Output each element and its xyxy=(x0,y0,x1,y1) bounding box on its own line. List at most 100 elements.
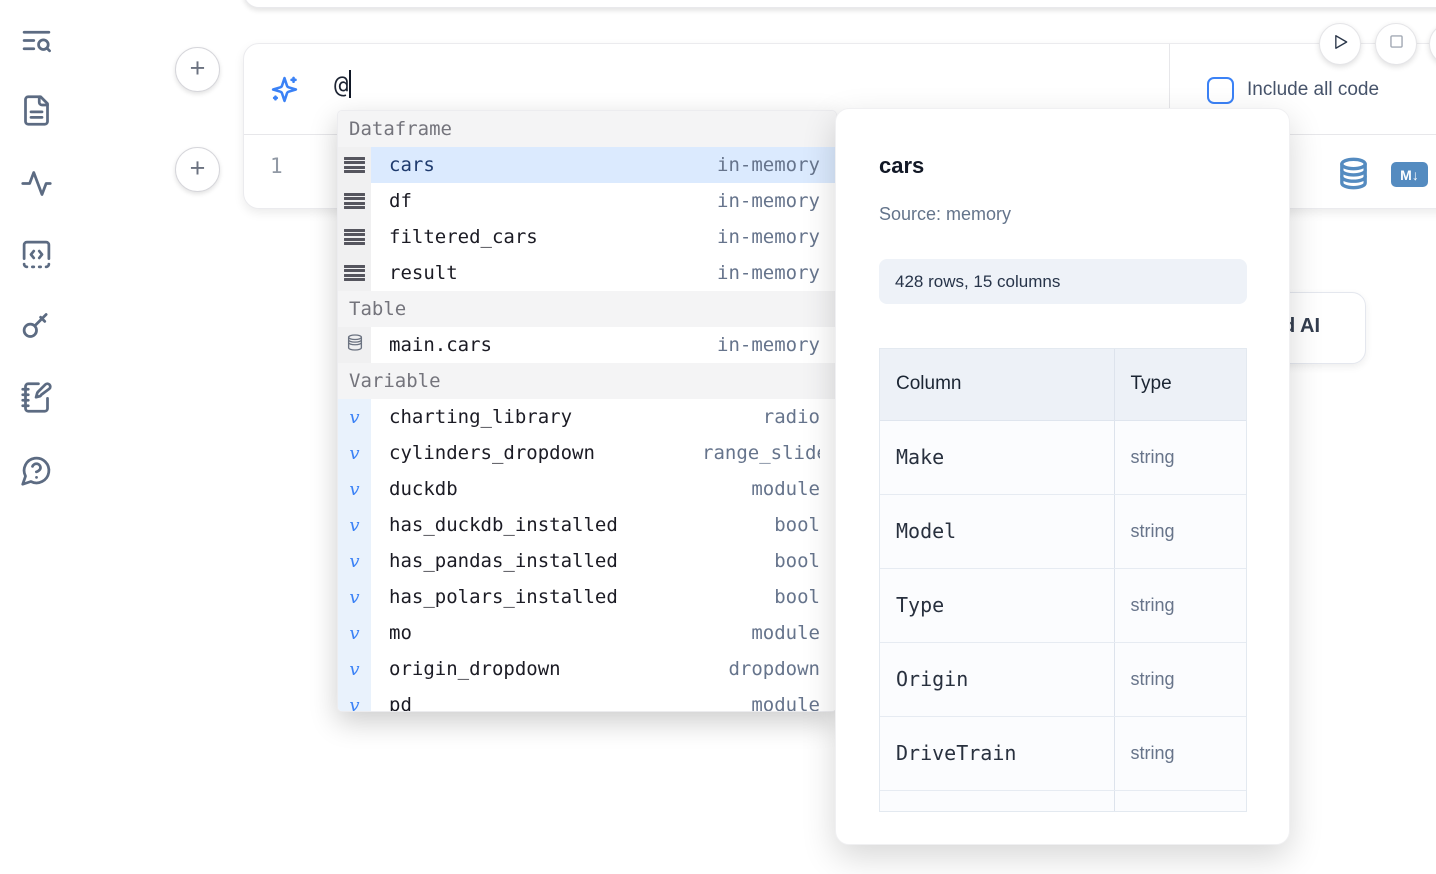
item-detail: module xyxy=(751,478,820,500)
item-icon-gutter: v xyxy=(338,651,371,687)
item-name: main.cars xyxy=(389,334,492,356)
autocomplete-section-header: Variable xyxy=(338,363,836,399)
add-cell-button-bottom[interactable]: + xyxy=(175,147,220,192)
ai-prompt-row[interactable]: @ Include all code xyxy=(244,44,1436,135)
item-main: charting_library radio xyxy=(371,399,836,435)
variable-icon: v xyxy=(349,514,360,536)
autocomplete-item-has_pandas_installed[interactable]: v has_pandas_installed bool xyxy=(338,543,836,579)
help-chat-icon[interactable] xyxy=(20,454,53,487)
column-type-cell: string xyxy=(1113,568,1246,643)
text-search-icon[interactable] xyxy=(20,24,53,57)
column-name-cell: Type xyxy=(880,568,1114,643)
item-name: has_pandas_installed xyxy=(389,550,618,572)
file-text-icon[interactable] xyxy=(20,94,53,127)
shape-badge: 428 rows, 15 columns xyxy=(879,259,1247,304)
activity-icon[interactable] xyxy=(20,167,53,200)
preview-source: Source: memory xyxy=(879,204,1012,224)
table-database-icon xyxy=(346,333,364,357)
key-icon[interactable] xyxy=(20,309,53,342)
item-detail: in-memory xyxy=(717,262,820,284)
item-name: filtered_cars xyxy=(389,226,538,248)
variable-icon: v xyxy=(349,478,360,500)
stop-icon xyxy=(1387,32,1406,56)
item-name: origin_dropdown xyxy=(389,658,561,680)
schema-header-column: Column xyxy=(880,349,1114,421)
line-number: 1 xyxy=(270,154,283,178)
item-detail: bool xyxy=(774,586,820,608)
column-type-cell: string xyxy=(1113,420,1246,495)
code-square-icon[interactable] xyxy=(20,238,53,271)
item-icon-gutter: v xyxy=(338,615,371,651)
dataframe-preview-panel: cars Source: memory 428 rows, 15 columns… xyxy=(835,108,1290,845)
item-detail: bool xyxy=(774,550,820,572)
item-name: df xyxy=(389,190,412,212)
autocomplete-section-header: Table xyxy=(338,291,836,327)
ai-prompt-value: @ xyxy=(334,71,349,99)
variable-icon: v xyxy=(349,442,360,464)
notebook-pen-icon[interactable] xyxy=(20,381,53,414)
item-icon-gutter: v xyxy=(338,579,371,615)
sparkles-icon xyxy=(269,74,300,105)
column-type-cell: string xyxy=(1113,494,1246,569)
autocomplete-item-charting_library[interactable]: v charting_library radio xyxy=(338,399,836,435)
database-icon[interactable] xyxy=(1336,156,1371,191)
markdown-icon[interactable]: M↓ xyxy=(1391,162,1428,187)
run-cell-button[interactable] xyxy=(1319,23,1361,65)
variable-icon: v xyxy=(349,586,360,608)
autocomplete-item-origin_dropdown[interactable]: v origin_dropdown dropdown xyxy=(338,651,836,687)
play-icon xyxy=(1330,32,1350,57)
code-editor-row[interactable]: 1 M↓ xyxy=(244,136,1436,209)
item-icon-gutter: v xyxy=(338,435,371,471)
column-name-cell: Model xyxy=(880,494,1114,569)
autocomplete-item-df[interactable]: df in-memory xyxy=(338,183,836,219)
add-cell-button-top[interactable]: + xyxy=(175,47,220,92)
rows-icon xyxy=(344,192,365,210)
item-name: has_duckdb_installed xyxy=(389,514,618,536)
item-detail: dropdown xyxy=(728,658,820,680)
column-name-cell xyxy=(880,790,1114,811)
rows-icon xyxy=(344,228,365,246)
column-name-cell: DriveTrain xyxy=(880,716,1114,791)
variable-icon: v xyxy=(349,406,360,428)
item-detail: in-memory xyxy=(717,190,820,212)
column-type-cell: string xyxy=(1113,642,1246,717)
item-detail: radio xyxy=(762,406,820,428)
item-icon-gutter: v xyxy=(338,399,371,435)
item-detail: module xyxy=(751,622,820,644)
item-name: charting_library xyxy=(389,406,573,428)
item-main: has_pandas_installed bool xyxy=(371,543,836,579)
item-name: cars xyxy=(389,154,435,176)
variable-icon: v xyxy=(349,694,360,712)
variable-icon: v xyxy=(349,550,360,572)
item-name: cylinders_dropdown xyxy=(389,442,595,464)
ai-prompt-input[interactable]: @ xyxy=(334,70,352,99)
divider xyxy=(1169,44,1170,135)
column-type-cell: string xyxy=(1113,716,1246,791)
column-name-cell: Origin xyxy=(880,642,1114,717)
stop-button[interactable] xyxy=(1375,23,1417,65)
autocomplete-item-filtered_cars[interactable]: filtered_cars in-memory xyxy=(338,219,836,255)
include-all-code-checkbox[interactable] xyxy=(1207,77,1234,104)
item-detail: in-memory xyxy=(717,226,820,248)
